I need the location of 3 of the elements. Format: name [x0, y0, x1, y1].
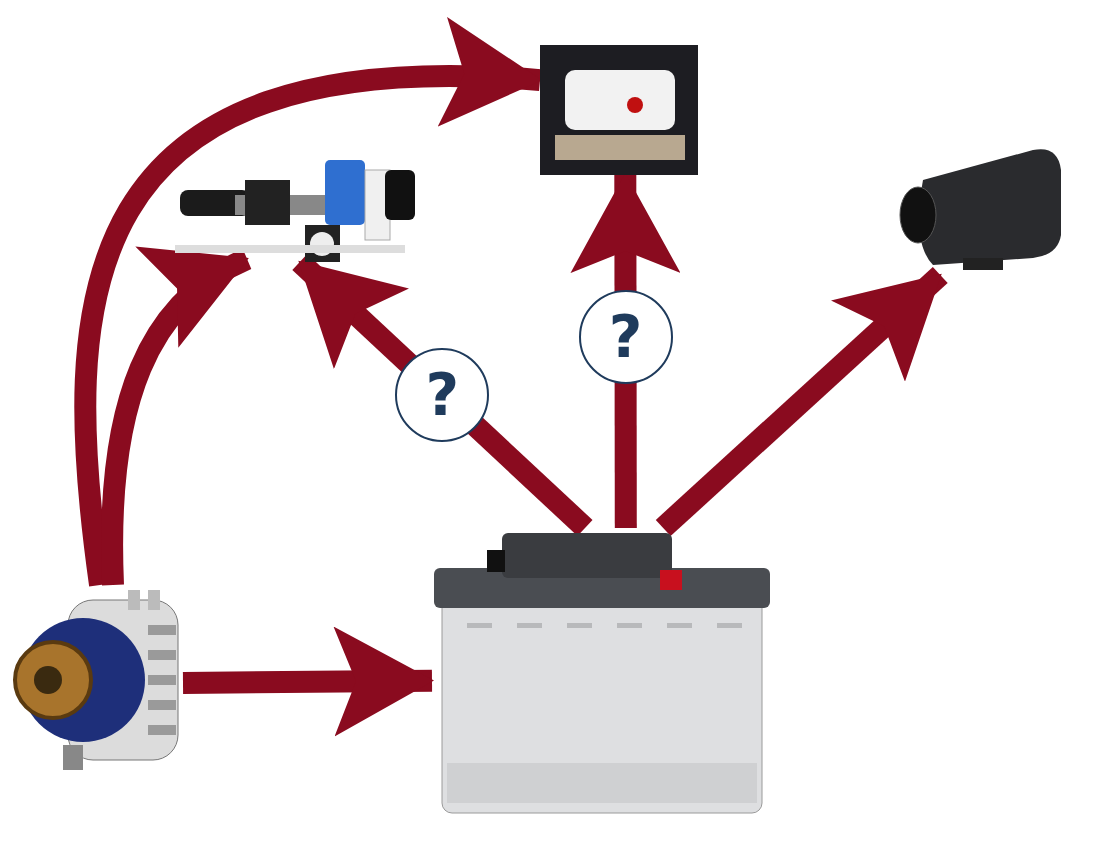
- arrow: [182, 626, 434, 737]
- edge-label: ?: [578, 290, 673, 385]
- photo-placeholder: [540, 45, 698, 175]
